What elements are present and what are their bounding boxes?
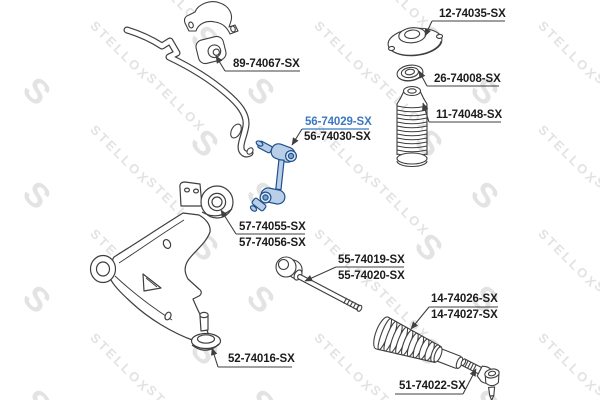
stabilizer-bracket-drawing: [183, 1, 239, 35]
part-label-ball-joint: 52-74016-SX: [228, 353, 295, 365]
strut-mount-drawing: [387, 27, 444, 57]
part-label-tie-rod-axial-primary: 55-74019-SX: [338, 254, 405, 266]
part-label-arm-bushing-primary: 57-74055-SX: [239, 221, 306, 233]
part-label-tie-rod-end: 51-74022-SX: [399, 380, 466, 392]
rack-boot-drawing: [373, 316, 464, 369]
part-label-stab-link-primary[interactable]: 56-74029-SX: [305, 116, 372, 128]
part-label-tie-rod-axial-alt: 55-74020-SX: [338, 270, 405, 282]
strut-dust-boot-drawing: [396, 85, 428, 168]
stabilizer-link-part-highlighted[interactable]: [249, 140, 298, 212]
part-label-stabilizer-bushing: 89-74067-SX: [233, 58, 300, 70]
label-rules: [218, 20, 505, 395]
stabilizer-bushing-drawing: [195, 35, 227, 65]
leader-lines: [211, 20, 477, 395]
part-label-strut-dust-boot: 11-74048-SX: [436, 109, 503, 121]
part-label-strut-mount: 12-74035-SX: [439, 8, 506, 20]
part-label-arm-bushing-alt: 57-74056-SX: [239, 237, 306, 249]
part-label-strut-bearing: 26-74008-SX: [434, 73, 501, 85]
part-label-stab-link-alt: 56-74030-SX: [304, 131, 371, 143]
stabilizer-bar-drawing: [123, 26, 254, 158]
control-arm-drawing: [89, 181, 234, 351]
part-label-rack-boot-primary: 14-74026-SX: [431, 293, 498, 305]
tie-rod-axial-drawing: [275, 256, 363, 312]
part-label-rack-boot-alt: 14-74027-SX: [431, 309, 498, 321]
tie-rod-end-drawing: [460, 358, 500, 400]
